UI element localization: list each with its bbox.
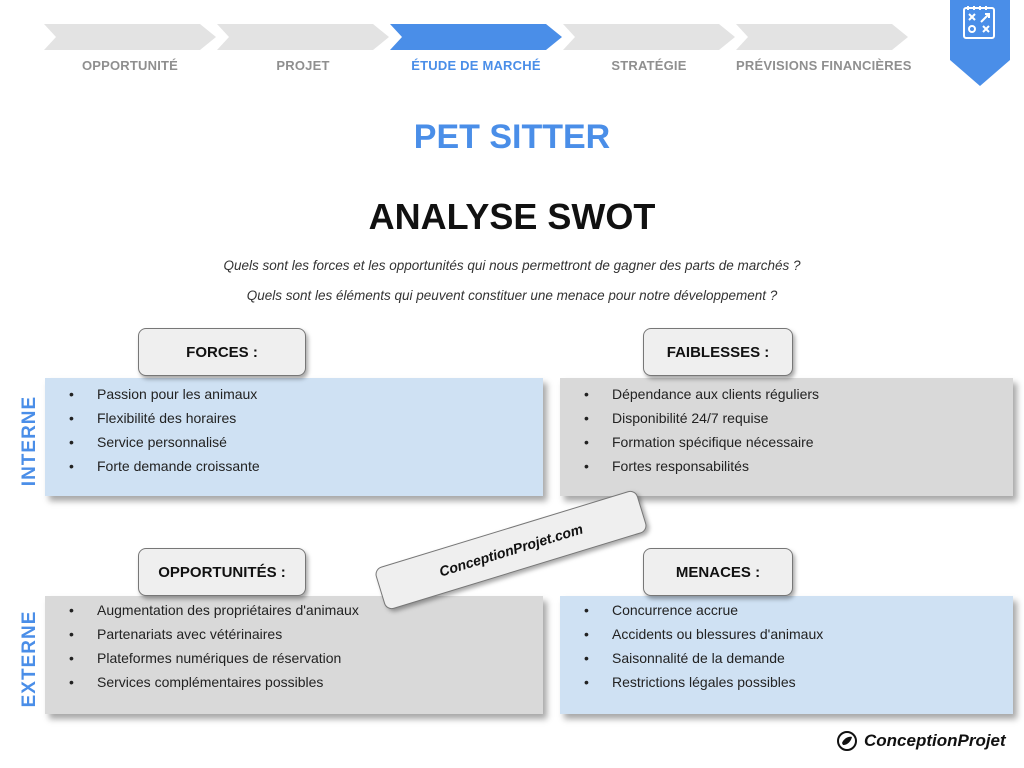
- list-item: Dépendance aux clients réguliers: [560, 382, 1013, 406]
- list-item: Service personnalisé: [45, 430, 543, 454]
- step-arrow-2: [217, 24, 389, 50]
- question-line-1: Quels sont les forces et les opportunité…: [223, 258, 801, 273]
- forces-list: Passion pour les animaux Flexibilité des…: [45, 378, 543, 478]
- list-item: Augmentation des propriétaires d'animaux: [45, 598, 543, 622]
- external-label: EXTERNE: [19, 610, 40, 708]
- watermark-stamp: ConceptionProjet.com: [373, 488, 649, 612]
- opportunites-heading: OPPORTUNITÉS :: [138, 548, 306, 596]
- strategy-board-icon: [963, 6, 995, 39]
- list-item: Formation spécifique nécessaire: [560, 430, 1013, 454]
- opportunites-list: Augmentation des propriétaires d'animaux…: [45, 596, 543, 694]
- faiblesses-box: Dépendance aux clients réguliers Disponi…: [560, 378, 1013, 496]
- list-item: Flexibilité des horaires: [45, 406, 543, 430]
- step-label-opportunite[interactable]: OPPORTUNITÉ: [81, 58, 179, 73]
- step-label-etude-de-marche[interactable]: ÉTUDE DE MARCHÉ: [411, 58, 541, 73]
- list-item: Concurrence accrue: [560, 598, 1013, 622]
- list-item: Partenariats avec vétérinaires: [45, 622, 543, 646]
- brand-name: ConceptionProjet: [864, 731, 1006, 750]
- corner-bookmark-flag: [950, 0, 1010, 86]
- step-arrow-1: [44, 24, 216, 50]
- forces-heading: FORCES :: [138, 328, 306, 376]
- opportunites-box: Augmentation des propriétaires d'animaux…: [45, 596, 543, 714]
- menaces-box: Concurrence accrue Accidents ou blessure…: [560, 596, 1013, 714]
- menaces-list: Concurrence accrue Accidents ou blessure…: [560, 596, 1013, 694]
- section-title: ANALYSE SWOT: [368, 196, 656, 237]
- step-label-projet[interactable]: PROJET: [276, 58, 330, 73]
- list-item: Disponibilité 24/7 requise: [560, 406, 1013, 430]
- list-item: Plateformes numériques de réservation: [45, 646, 543, 670]
- internal-label: INTERNE: [19, 395, 40, 487]
- faiblesses-list: Dépendance aux clients réguliers Disponi…: [560, 378, 1013, 478]
- step-arrow-5: [736, 24, 908, 50]
- step-arrow-4: [563, 24, 735, 50]
- brand-leaf-icon: [837, 731, 857, 751]
- list-item: Services complémentaires possibles: [45, 670, 543, 694]
- step-label-previsions-financieres[interactable]: PRÉVISIONS FINANCIÈRES: [736, 58, 912, 73]
- step-arrow-3: [390, 24, 562, 50]
- list-item: Accidents ou blessures d'animaux: [560, 622, 1013, 646]
- question-line-2: Quels sont les éléments qui peuvent cons…: [246, 288, 778, 303]
- menaces-heading: MENACES :: [643, 548, 793, 596]
- faiblesses-heading: FAIBLESSES :: [643, 328, 793, 376]
- page-title: PET SITTER: [413, 118, 611, 156]
- step-label-strategie[interactable]: STRATÉGIE: [611, 58, 687, 73]
- brand-logo: ConceptionProjet: [836, 728, 1006, 754]
- list-item: Forte demande croissante: [45, 454, 543, 478]
- progress-steps: OPPORTUNITÉ PROJET ÉTUDE DE MARCHÉ STRAT…: [44, 24, 944, 84]
- list-item: Passion pour les animaux: [45, 382, 543, 406]
- list-item: Restrictions légales possibles: [560, 670, 1013, 694]
- forces-box: Passion pour les animaux Flexibilité des…: [45, 378, 543, 496]
- list-item: Fortes responsabilités: [560, 454, 1013, 478]
- list-item: Saisonnalité de la demande: [560, 646, 1013, 670]
